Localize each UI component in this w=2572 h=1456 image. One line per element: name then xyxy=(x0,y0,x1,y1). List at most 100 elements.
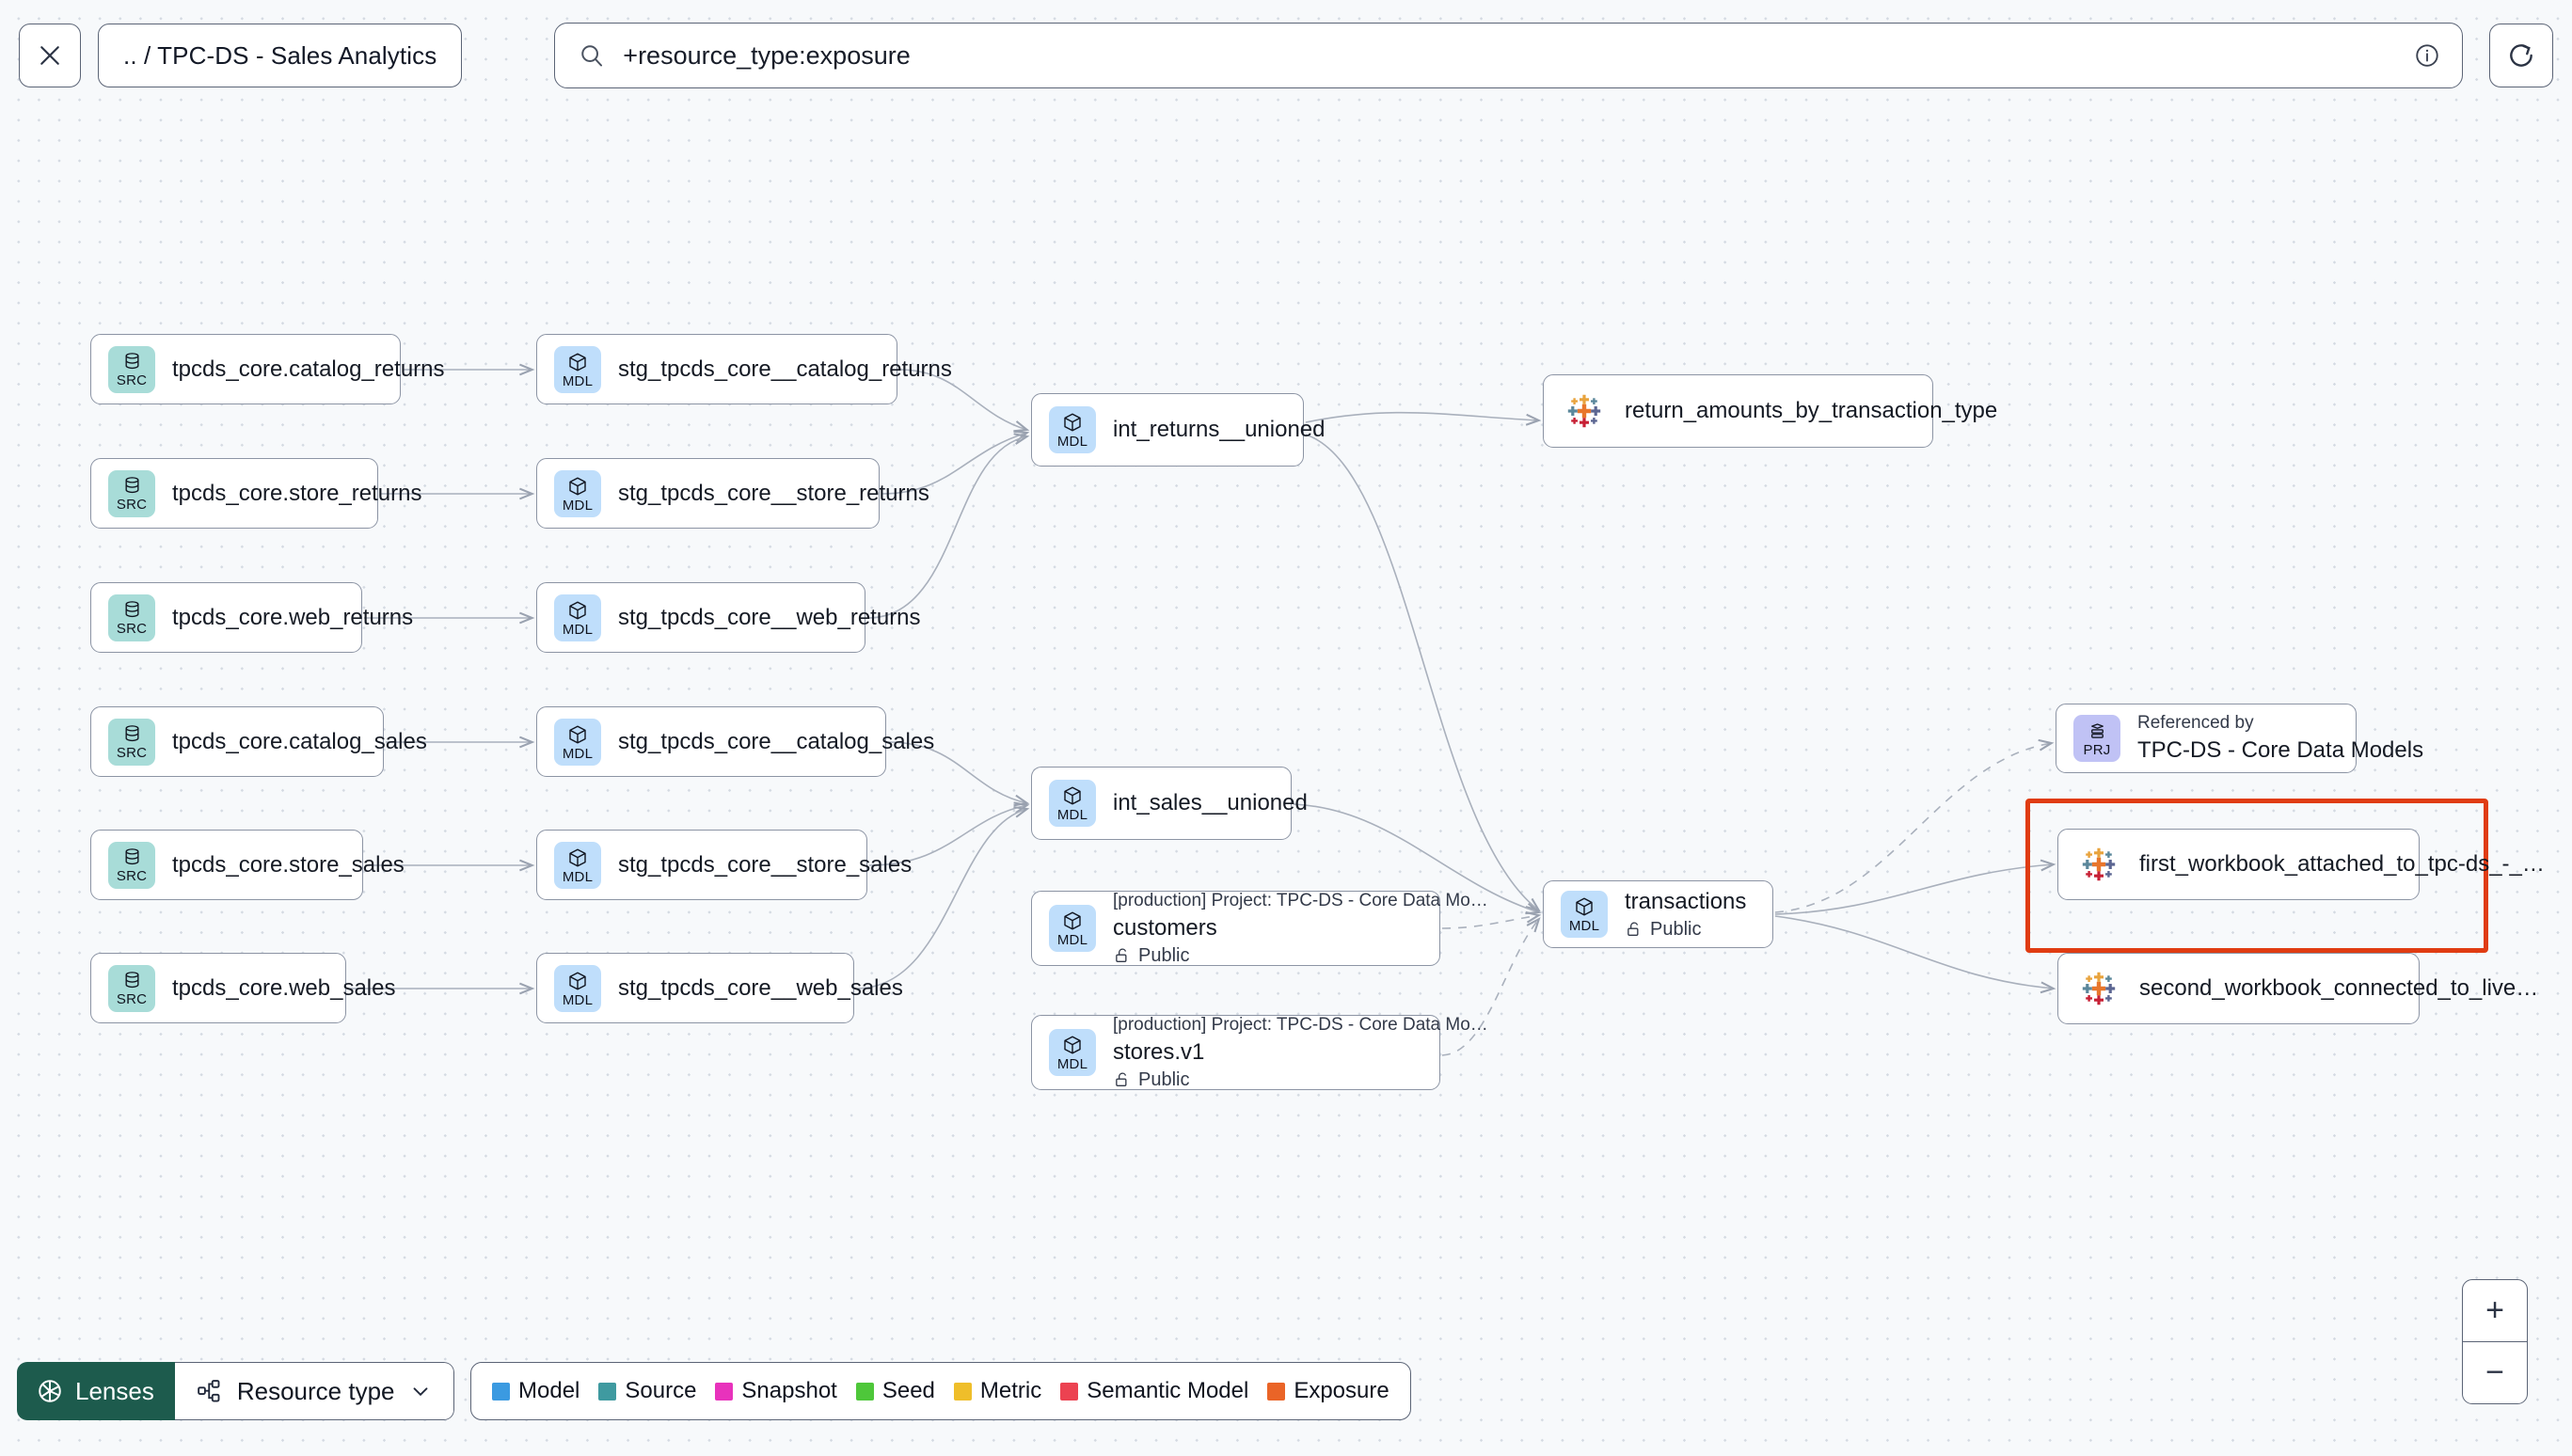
zoom-controls: + − xyxy=(2462,1279,2528,1404)
legend-item-semantic-model[interactable]: Semantic Model xyxy=(1060,1378,1248,1404)
info-circle-icon[interactable] xyxy=(2413,41,2441,70)
graph-node-stg_web_returns[interactable]: MDL stg_tpcds_core__web_returns xyxy=(536,582,921,653)
chevron-down-icon xyxy=(413,1387,427,1397)
src-badge: SRC xyxy=(108,593,155,641)
lock-open-icon xyxy=(1116,948,1127,963)
prj-badge-label: PRJ xyxy=(2083,741,2111,758)
lenses-label: Lenses xyxy=(75,1376,154,1405)
legend-item-exposure[interactable]: Exposure xyxy=(1267,1378,1389,1404)
exposure-badge xyxy=(1561,388,1608,435)
node-label: stg_tpcds_core__web_returns xyxy=(618,604,921,630)
src-badge: SRC xyxy=(108,718,155,766)
node-access: Public xyxy=(1113,945,1488,967)
graph-node-return_amounts[interactable]: return_amounts_by_transaction_type xyxy=(1543,374,1997,448)
mdl-badge-label: MDL xyxy=(562,991,594,1008)
mdl-badge: MDL xyxy=(554,964,601,1012)
lock-open-icon xyxy=(1627,922,1639,937)
legend-item-snapshot[interactable]: Snapshot xyxy=(715,1378,837,1404)
src-badge-label: SRC xyxy=(116,745,148,761)
close-button[interactable] xyxy=(19,24,81,87)
src-badge-label: SRC xyxy=(116,868,148,884)
node-label: stg_tpcds_core__catalog_sales xyxy=(618,728,935,754)
resource-type-legend: Model Source Snapshot Seed Metric Semantic Mo… xyxy=(470,1362,1411,1420)
legend-label: Exposure xyxy=(1294,1378,1389,1403)
legend-swatch xyxy=(855,1382,874,1401)
mdl-badge: MDL xyxy=(554,469,601,517)
graph-node-exposure_second[interactable]: second_workbook_connected_to_live… xyxy=(2057,953,2538,1024)
legend-item-model[interactable]: Model xyxy=(492,1378,579,1404)
cube-icon xyxy=(569,601,586,619)
node-project-meta: [production] Project: TPC-DS - Core Data… xyxy=(1113,1014,1488,1035)
node-text-stack: [production] Project: TPC-DS - Core Data… xyxy=(1113,891,1488,967)
tableau-icon xyxy=(1567,394,1601,428)
prj-badge: PRJ xyxy=(2073,715,2120,762)
zoom-in-button[interactable]: + xyxy=(2485,1292,2504,1328)
node-label: return_amounts_by_transaction_type xyxy=(1625,398,1998,423)
database-icon xyxy=(125,353,138,370)
legend-item-source[interactable]: Source xyxy=(598,1378,696,1404)
breadcrumb[interactable]: .. / TPC-DS - Sales Analytics xyxy=(98,24,463,87)
src-badge: SRC xyxy=(108,469,155,517)
cube-icon xyxy=(569,353,586,371)
resource-type-dropdown[interactable]: Resource type xyxy=(174,1362,454,1420)
mdl-badge-label: MDL xyxy=(562,621,594,638)
database-icon xyxy=(125,477,138,494)
tableau-icon xyxy=(2082,847,2116,881)
legend-label: Source xyxy=(625,1378,697,1403)
node-access-label: Public xyxy=(1650,918,1702,940)
node-label: tpcds_core.store_sales xyxy=(172,851,405,878)
search-input[interactable]: +resource_type:exposure xyxy=(554,23,2463,88)
src-badge-label: SRC xyxy=(116,991,148,1007)
legend-item-seed[interactable]: Seed xyxy=(855,1378,935,1404)
cube-icon xyxy=(1064,786,1081,805)
node-title: transactions xyxy=(1625,888,1747,914)
mdl-badge: MDL xyxy=(1049,780,1096,827)
exposure-badge xyxy=(2075,965,2122,1012)
close-icon xyxy=(40,46,59,65)
graph-node-customers[interactable]: MDL[production] Project: TPC-DS - Core D… xyxy=(1031,891,1488,966)
mdl-badge: MDL xyxy=(554,593,601,641)
node-access: Public xyxy=(1113,1069,1488,1091)
node-label: stg_tpcds_core__catalog_returns xyxy=(618,356,952,382)
database-icon xyxy=(125,601,138,618)
zoom-out-button[interactable]: − xyxy=(2485,1354,2504,1390)
legend-item-metric[interactable]: Metric xyxy=(953,1378,1041,1404)
cube-icon xyxy=(1064,1036,1081,1054)
mdl-badge: MDL xyxy=(1049,1029,1096,1076)
mdl-badge: MDL xyxy=(1049,406,1096,453)
legend-swatch xyxy=(715,1382,734,1401)
node-meta: Referenced by xyxy=(2137,713,2254,733)
legend-swatch xyxy=(492,1382,510,1401)
refresh-button[interactable] xyxy=(2489,24,2553,87)
graph-node-src_store_sales[interactable]: SRC tpcds_core.store_sales xyxy=(90,830,405,900)
node-label: stg_tpcds_core__store_sales xyxy=(618,851,913,878)
cube-icon xyxy=(1064,413,1081,432)
node-title: stores.v1 xyxy=(1113,1038,1205,1065)
lenses-button[interactable]: Lenses xyxy=(17,1362,175,1420)
legend-swatch xyxy=(1267,1382,1286,1401)
graph-node-stores_v1[interactable]: MDL [production] Project: TPC-DS - Core D… xyxy=(1031,1015,1488,1090)
node-label: first_workbook_attached_to_tpc-ds_-_… xyxy=(2139,851,2545,877)
mdl-badge: MDL xyxy=(1561,891,1608,938)
database-icon xyxy=(125,972,138,989)
src-badge: SRC xyxy=(108,345,155,393)
node-access: Public xyxy=(1625,919,1746,941)
graph-node-exposure_first[interactable]: first_workbook_attached_to_tpc-ds_-_… xyxy=(2057,829,2545,900)
node-project-meta: [production] Project: TPC-DS - Core Data… xyxy=(1113,890,1488,910)
